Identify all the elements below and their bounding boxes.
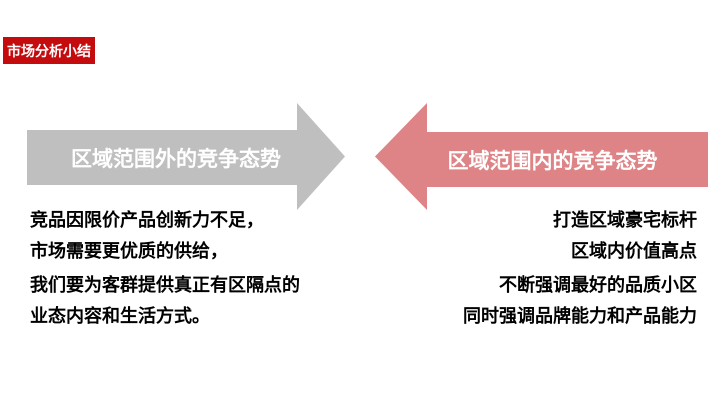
inside-point-line: 不断强调最好的品质小区 <box>499 275 697 295</box>
inside-competition-arrow-label: 区域范围内的竞争态势 <box>447 149 658 173</box>
slide-title: 市场分析小结 <box>7 42 91 59</box>
outside-point-line: 业态内容和生活方式。 <box>30 306 210 326</box>
inside-point-line: 区域内价值高点 <box>571 241 697 261</box>
outside-point-line: 市场需要更优质的供给， <box>30 241 228 261</box>
inside-competition-text-block: 打造区域豪宅标杆 区域内价值高点 不断强调最好的品质小区 同时强调品牌能力和产品… <box>367 205 697 332</box>
inside-point-line: 打造区域豪宅标杆 <box>553 210 697 230</box>
outside-point-line: 我们要为客群提供真正有区隔点的 <box>30 275 300 295</box>
slide-title-badge: 市场分析小结 <box>3 37 95 64</box>
outside-competition-text-block: 竞品因限价产品创新力不足， 市场需要更优质的供给， 我们要为客群提供真正有区隔点… <box>30 205 350 332</box>
inside-point-line: 同时强调品牌能力和产品能力 <box>463 306 697 326</box>
outside-point-line: 竞品因限价产品创新力不足， <box>30 210 264 230</box>
outside-competition-arrow-label: 区域范围外的竞争态势 <box>71 147 281 171</box>
